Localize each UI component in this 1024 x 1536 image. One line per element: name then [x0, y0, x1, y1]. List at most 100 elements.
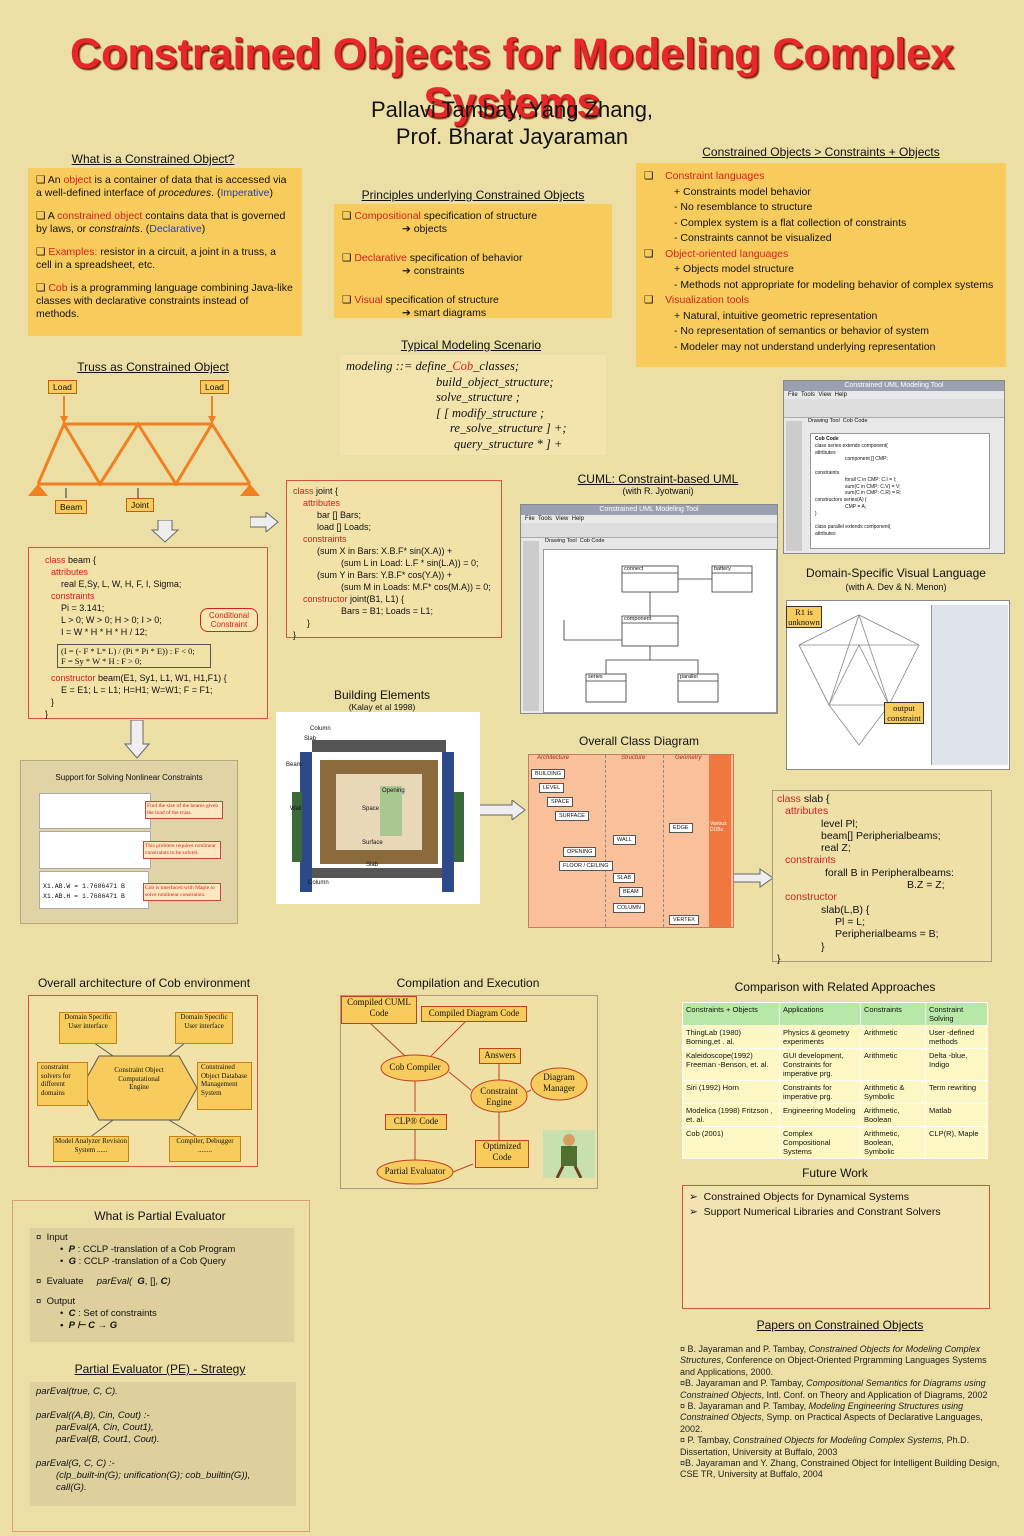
class-diagram: Architecture Structure Geometry Various …	[528, 754, 734, 928]
nonlinear-box: Support for Solving Nonlinear Constraint…	[20, 760, 238, 924]
cob-vs-c2: - No representation of semantics or beha…	[674, 325, 930, 337]
paper-5: ¤B. Jayaraman and Y. Zhang, Constrained …	[680, 1458, 1000, 1480]
what-is-title: What is a Constrained Object?	[71, 152, 235, 166]
table-row: ThingLab (1980) Borning,et . al.Physics …	[682, 1025, 988, 1049]
future-item-1: ➢ Constrained Objects for Dynamical Syst…	[689, 1191, 910, 1203]
compile-cob-compiler: Cob Compiler	[389, 1062, 441, 1072]
beam-code-box: class beam { attributes real E,Sy, L, W,…	[28, 547, 268, 719]
arrow-right-icon	[250, 512, 279, 532]
authors-line-1: Pallavi Tambay, Yang Zhang,	[370, 97, 654, 122]
compile-answers: Answers	[479, 1048, 521, 1064]
cob-vs-a3: - Complex system is a flat collection of…	[674, 216, 907, 229]
truss-diagram	[28, 396, 260, 498]
compile-partial-evaluator: Partial Evaluator	[384, 1166, 446, 1176]
dsvl-subtitle: (with A. Dev & N. Menon)	[845, 582, 947, 592]
slab-code-box: class slab { attributes level Pl; beam[]…	[772, 790, 992, 965]
arch-node-analyzer: Model Analyzer Revision System ......	[53, 1136, 129, 1162]
compile-diagram-manager: Diagram Manager	[543, 1072, 575, 1093]
truss-joint-label: Joint	[126, 498, 154, 512]
cob-vs-h2: ❑ Object-oriented languages	[644, 247, 789, 260]
poster-title: Constrained Objects for Modeling Complex…	[70, 30, 954, 127]
arch-node-database: Constrained Object Database Management S…	[197, 1062, 252, 1110]
uml-tool-window-title: Constrained UML Modeling Tool	[784, 381, 1004, 391]
comparison-title: Comparison with Related Approaches	[734, 980, 936, 994]
arrow-right-icon	[478, 800, 526, 820]
paper-3: ¤ B. Jayaraman and P. Tambay, Modeling E…	[680, 1401, 983, 1434]
compile-cuml-code: Compiled CUML Code	[341, 996, 417, 1024]
uml-tool-menu: File Tools View Help	[788, 392, 847, 398]
dsvl-title: Domain-Specific Visual Language	[806, 566, 986, 580]
scenario-l6: query_structure * ] +	[454, 436, 563, 451]
truss-title: Truss as Constrained Object	[77, 360, 229, 374]
principle-3: ❑ Visual specification of structure	[342, 294, 499, 306]
scenario-l4: [ [ modify_structure ;	[436, 405, 545, 420]
table-row: Kaleidoscope(1992) Freeman -Benson, et. …	[682, 1048, 988, 1081]
dsvl-callout-unknown: R1 is unknown	[786, 606, 822, 628]
scenario-box: modeling ::= define_Cob_classes; build_o…	[340, 355, 606, 455]
authors: Pallavi Tambay, Yang Zhang, Prof. Bharat…	[262, 96, 762, 150]
building-title: Building Elements	[333, 688, 431, 702]
dsvl-callout-output: output constraint	[884, 702, 924, 724]
what-is-p3: ❑ Examples: resistor in a circuit, a joi…	[36, 246, 276, 271]
cuml-window-title: Constrained UML Modeling Tool	[521, 505, 777, 515]
worker-image	[543, 1130, 595, 1179]
dsvl-screenshot	[786, 600, 1010, 770]
arrow-down-icon	[150, 520, 180, 543]
paper-2: ¤B. Jayaraman and P. Tambay, Composition…	[680, 1378, 988, 1400]
principles-title: Principles underlying Constrained Object…	[361, 188, 585, 202]
nonlinear-result-1: X1.AB.W = 1.7686471 B	[43, 883, 125, 890]
cob-vs-c3: - Modeler may not understand underlying …	[674, 340, 936, 353]
future-box: ➢ Constrained Objects for Dynamical Syst…	[682, 1185, 990, 1309]
cob-vs-b2: - Methods not appropriate for modeling b…	[674, 278, 994, 291]
compile-optimized-code: Optimized Code	[475, 1140, 529, 1168]
cob-vs-h1: ❑ Constraint languages	[644, 170, 765, 182]
pe-title: What is Partial Evaluator	[94, 1209, 226, 1223]
cuml-title: CUML: Constraint-based UML	[577, 472, 739, 486]
cob-vs-h3: ❑ Visualization tools	[644, 294, 749, 306]
principle-1: ❑ Compositional specification of structu…	[342, 210, 538, 222]
conditional-constraint-box: (I = (- F * L* L) / (Pi * Pi * E)) : F <…	[57, 644, 211, 668]
building-subtitle: (Kalay et al 1998)	[348, 702, 416, 712]
principle-3-result: ➔ smart diagrams	[402, 307, 487, 319]
joint-code-box: class joint { attributes bar [] Bars; lo…	[286, 480, 502, 640]
nonlinear-result-2: X1.AB.H = 1.7686471 B	[43, 893, 125, 900]
arch-node-ui-2: Domain Specific User interface	[175, 1012, 233, 1044]
cuml-screenshot: Constrained UML Modeling Tool File Tools…	[520, 504, 778, 714]
nonlinear-note-1: Find the size of the beams given the loa…	[145, 801, 223, 819]
scenario-l2: build_object_structure;	[436, 374, 554, 389]
what-is-p1: ❑ An object is a container of data that …	[36, 174, 287, 199]
cuml-subtitle: (with R. Jyotwani)	[622, 486, 694, 496]
uml-tool-screenshot: Constrained UML Modeling Tool File Tools…	[783, 380, 1005, 554]
what-is-box: ❑ An object is a container of data that …	[28, 168, 302, 336]
pe-box: ¤ Input • P : CCLP -translation of a Cob…	[30, 1228, 294, 1342]
cob-vs-a4: - Constraints cannot be visualized	[674, 232, 832, 244]
arch-node-solvers: constraint solvers for different domains	[37, 1062, 88, 1106]
compile-diagram: Compiled CUML Code Compiled Diagram Code…	[340, 995, 598, 1189]
compile-clp-code: CLP® Code	[385, 1114, 447, 1130]
papers-title: Papers on Constrained Objects	[756, 1318, 924, 1332]
truss-load-right: Load	[200, 380, 229, 394]
class-diagram-title: Overall Class Diagram	[578, 734, 700, 748]
nonlinear-note-3: Cob is interfaced with Maple to solve no…	[143, 883, 221, 901]
scenario-l1: modeling ::= define_Cob_classes;	[346, 359, 519, 373]
scenario-l5: re_solve_structure ] +;	[450, 421, 567, 435]
authors-line-2: Prof. Bharat Jayaraman	[395, 124, 629, 149]
paper-4: ¤ P. Tambay, Constrained Objects for Mod…	[680, 1435, 970, 1457]
nonlinear-title: Support for Solving Nonlinear Constraint…	[55, 773, 203, 782]
future-item-2: ➢ Support Numerical Libraries and Constr…	[689, 1206, 941, 1218]
truss-beam-label: Beam	[55, 500, 88, 514]
nonlinear-note-2: This problem requires nonlinear constrai…	[143, 841, 221, 859]
cob-vs-title: Constrained Objects > Constraints + Obje…	[702, 145, 940, 159]
cob-vs-a2: - No resemblance to structure	[674, 201, 813, 213]
principle-2-result: ➔ constraints	[402, 265, 465, 277]
compile-constraint-engine: Constraint Engine	[480, 1086, 518, 1107]
pe-strategy-box: parEval(true, C, C). parEval((A,B), Cin,…	[30, 1382, 296, 1506]
conditional-constraint-callout: Conditional Constraint	[200, 608, 258, 632]
cuml-menu: File Tools View Help	[525, 516, 584, 522]
cob-vs-box: ❑ Constraint languages + Constraints mod…	[636, 163, 1006, 367]
